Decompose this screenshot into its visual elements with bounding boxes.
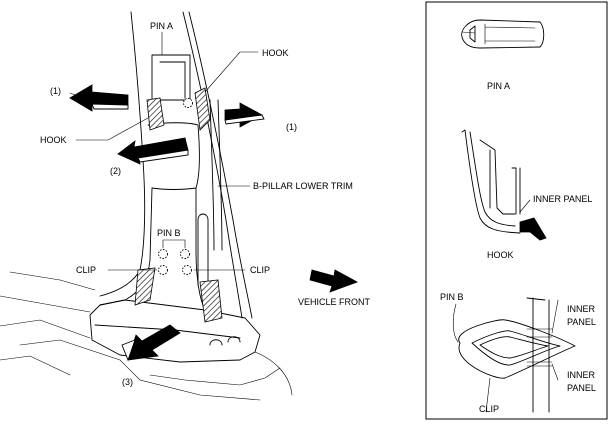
- floor-line-2: [0, 319, 91, 339]
- caption-hook: HOOK: [487, 250, 514, 260]
- pillar-outline-left: [99, 11, 146, 297]
- pin-b-marker-left: [158, 249, 168, 259]
- arrow-2: [117, 137, 189, 165]
- pillar-outline-right: [182, 11, 243, 319]
- label-clip-detail: CLIP: [479, 404, 499, 414]
- hook-detail: INNER PANEL HOOK: [461, 129, 592, 260]
- label-inner-panel-hook: INNER PANEL: [533, 194, 592, 204]
- label-pin-b-detail: PIN B: [440, 292, 464, 302]
- leader-pin-b: [162, 239, 186, 249]
- trim-mid-panel: [147, 122, 200, 190]
- label-inner-panel-1-line2: PANEL: [567, 317, 596, 327]
- floor-line-7: [9, 271, 96, 291]
- pin-b-marker-right: [180, 249, 190, 259]
- trim-pin-a-box: [159, 61, 186, 99]
- floor-line-5: [149, 367, 281, 386]
- label-pin-b: PIN B: [157, 228, 181, 238]
- label-b-pillar: B-PILLAR LOWER TRIM: [253, 181, 353, 191]
- label-pin-a: PIN A: [150, 21, 173, 31]
- pillar-outline-far-right: [188, 11, 253, 319]
- detail-panel: PIN A INNER PANEL HOOK PIN B INNER: [425, 1, 608, 420]
- floor-line-1: [0, 295, 91, 313]
- label-step3: (3): [122, 377, 133, 387]
- pin-a-detail: PIN A: [461, 19, 545, 91]
- arrow-3-face: [121, 339, 136, 362]
- floor-line-3: [19, 339, 261, 401]
- pin-b-clip-detail: PIN B INNER PANEL INNER PANEL CLIP: [440, 292, 596, 414]
- label-inner-panel-1-line1: INNER: [567, 304, 596, 314]
- label-inner-panel-2-line2: PANEL: [567, 383, 596, 393]
- label-inner-panel-2-line1: INNER: [567, 370, 596, 380]
- label-step2: (2): [110, 166, 121, 176]
- arrow-1-right-face: [224, 114, 265, 125]
- base-block: [89, 299, 261, 363]
- main-illustration: PIN A HOOK (1) (1) HOOK (2) B-PILLAR LOW…: [0, 11, 371, 401]
- floor-line-4: [0, 355, 71, 376]
- arrow-1-left-face: [91, 103, 129, 110]
- trim-slot: [197, 213, 209, 286]
- arrow-1-right: [224, 102, 263, 128]
- clip-left-hatch: [134, 267, 156, 306]
- label-step1-left: (1): [50, 86, 61, 96]
- clip-marker-left: [158, 265, 168, 275]
- label-hook-top: HOOK: [262, 48, 289, 58]
- clip-marker-right: [182, 265, 192, 275]
- arrow-3: [127, 324, 181, 361]
- label-clip-right: CLIP: [250, 265, 270, 275]
- clip-right-hatch: [199, 279, 223, 323]
- leader-step1-left: [69, 92, 76, 96]
- leader-hook-left: [75, 117, 149, 141]
- arrow-2-face: [137, 149, 189, 163]
- hook-right-hatch: [194, 87, 211, 131]
- trim-channel: [209, 99, 223, 251]
- leader-hook-top: [204, 51, 259, 93]
- pin-a-marker: [183, 98, 193, 108]
- vehicle-front-arrow: [309, 269, 358, 293]
- label-clip-left: CLIP: [76, 265, 96, 275]
- hook-left-hatch: [146, 97, 165, 131]
- base-clip-bump: [209, 336, 241, 346]
- floor-line-6: [254, 351, 293, 396]
- label-vehicle-front: VEHICLE FRONT: [298, 297, 371, 307]
- label-step1-right: (1): [286, 122, 297, 132]
- label-hook-left: HOOK: [40, 135, 67, 145]
- detail-frame: [425, 1, 608, 420]
- caption-pin-a: PIN A: [487, 81, 510, 91]
